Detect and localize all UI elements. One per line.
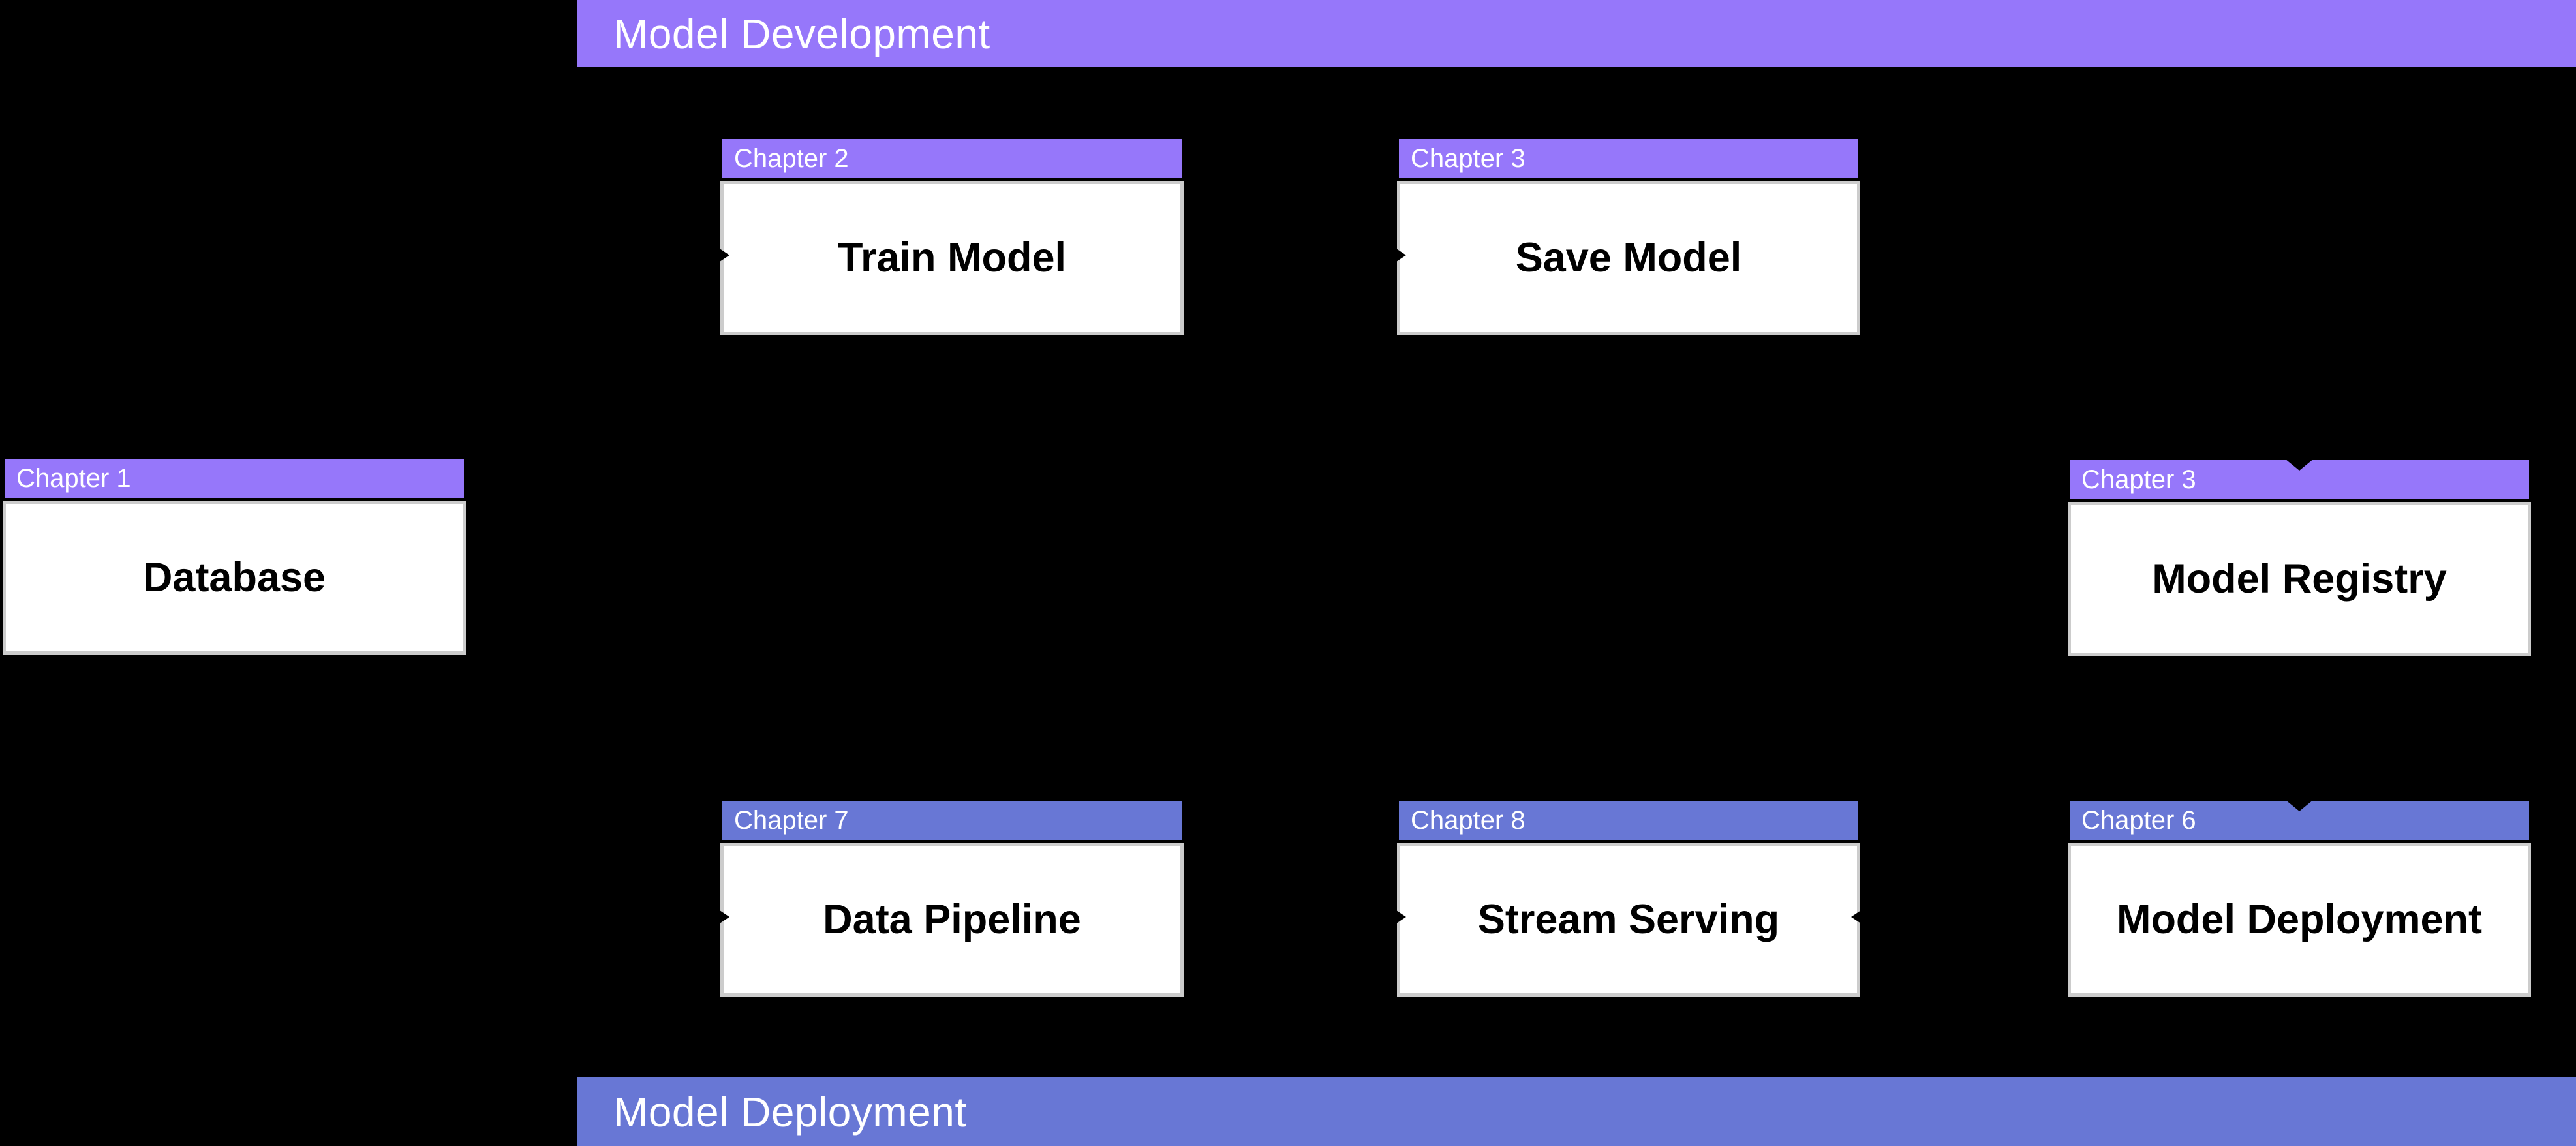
node-database-header: Chapter 1 [5,459,464,498]
node-data-pipeline-header: Chapter 7 [722,801,1182,840]
node-train-model-title: Train Model [837,235,1067,281]
node-stream-serving-header: Chapter 8 [1399,801,1858,840]
node-save-model-body: Save Model [1397,181,1860,335]
node-database-title: Database [142,555,326,600]
node-data-pipeline-body: Data Pipeline [720,843,1184,997]
node-save-model-header: Chapter 3 [1399,139,1858,178]
arrowhead-into-stream-serving-right-icon [1851,906,1867,927]
banner-model-deployment-label: Model Deployment [613,1088,967,1136]
node-stream-serving-body: Stream Serving [1397,843,1860,997]
node-model-registry: Chapter 3 Model Registry [2068,459,2531,656]
node-save-model: Chapter 3 Save Model [1390,139,1860,335]
arrowhead-into-data-pipeline-icon [714,906,729,927]
banner-model-deployment: Model Deployment [577,1077,2576,1146]
node-model-registry-chapter: Chapter 3 [2081,465,2196,494]
node-model-deployment-chapter: Chapter 6 [2081,805,2196,835]
node-train-model-body: Train Model [720,181,1184,335]
node-train-model: Chapter 2 Train Model [714,139,1184,335]
node-model-registry-body: Model Registry [2068,502,2531,656]
node-model-deployment-title: Model Deployment [2116,897,2483,942]
node-database: Chapter 1 Database [3,459,466,655]
arrowhead-into-save-model-icon [1390,245,1406,266]
node-stream-serving-title: Stream Serving [1477,897,1780,942]
arrowhead-into-train-model-icon [714,245,729,266]
node-train-model-chapter: Chapter 2 [734,144,849,173]
node-data-pipeline-title: Data Pipeline [823,897,1081,942]
node-save-model-title: Save Model [1515,235,1742,281]
node-save-model-chapter: Chapter 3 [1411,144,1526,173]
node-stream-serving: Chapter 8 Stream Serving [1390,801,1867,997]
node-stream-serving-chapter: Chapter 8 [1411,805,1526,835]
node-model-deployment-header: Chapter 6 [2070,801,2529,840]
node-model-registry-title: Model Registry [2152,556,2447,602]
node-database-body: Database [3,501,466,655]
node-data-pipeline-chapter: Chapter 7 [734,805,849,835]
node-data-pipeline: Chapter 7 Data Pipeline [714,801,1184,997]
arrowhead-into-model-deployment-icon [2285,799,2314,811]
arrowhead-into-model-registry-icon [2285,459,2314,471]
node-database-chapter: Chapter 1 [16,463,131,493]
node-model-deployment: Chapter 6 Model Deployment [2068,799,2531,997]
node-train-model-header: Chapter 2 [722,139,1182,178]
banner-model-development-label: Model Development [613,10,990,57]
banner-model-development: Model Development [577,0,2576,67]
arrowhead-into-stream-serving-left-icon [1390,906,1406,927]
node-model-deployment-body: Model Deployment [2068,843,2531,997]
